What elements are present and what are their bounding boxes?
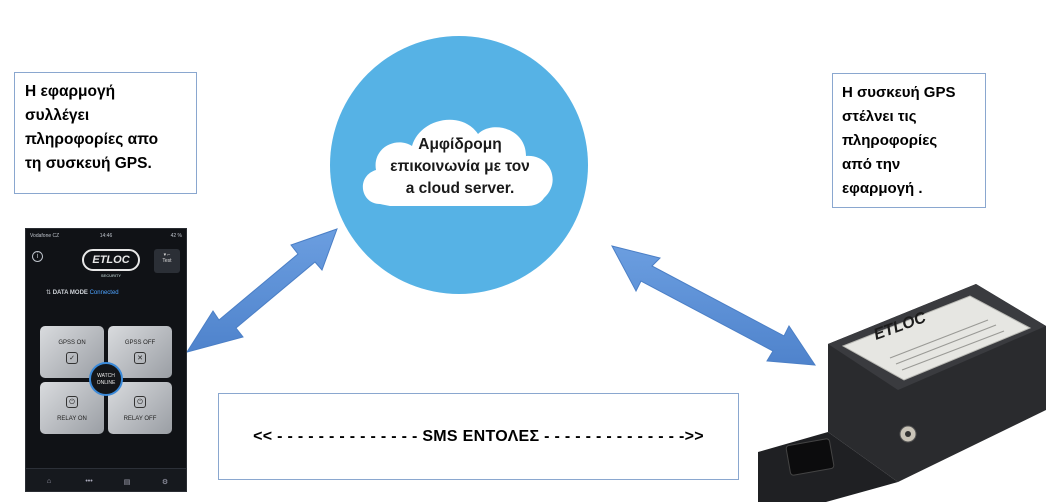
- etloc-logo: ETLOC SECURITY: [82, 249, 140, 278]
- plug-icon: ⏻: [66, 396, 78, 408]
- cloud-caption: Αμφίδρομη επικοινωνία με τον a cloud ser…: [370, 134, 550, 200]
- time-label: 14:46: [99, 233, 113, 239]
- device-description-box: Η συσκευή GPS στέλνει τις πληροφορίες απ…: [832, 73, 986, 208]
- text-line: εφαρμογή .: [842, 180, 923, 197]
- sticker-lines: [889, 319, 1005, 371]
- shield-check-icon: ✓: [66, 352, 78, 364]
- text-line: τη συσκευή GPS.: [25, 155, 152, 172]
- vehicle-selector-button[interactable]: ▾ ⌐ Test: [154, 249, 180, 273]
- text-line: πληροφορίες: [842, 132, 938, 149]
- tile-label: RELAY OFF: [123, 416, 157, 422]
- history-icon[interactable]: ▤: [123, 479, 131, 486]
- info-icon[interactable]: i: [32, 251, 43, 262]
- sms-commands-box: << - - - - - - - - - - - - - - SMS ΕΝΤΟΛ…: [218, 393, 739, 480]
- settings-icon[interactable]: ⚙: [161, 479, 169, 486]
- watch-label: WATCH: [97, 373, 115, 379]
- cloud-circle: [330, 36, 588, 294]
- cloud-line: Αμφίδρομη: [418, 136, 502, 153]
- home-icon[interactable]: ⌂: [46, 478, 52, 485]
- vehicle-label: Test: [162, 258, 172, 264]
- text-line: Η συσκευή GPS: [842, 84, 956, 101]
- connector-port: [785, 438, 835, 476]
- plug-off-icon: ⏻: [134, 396, 146, 408]
- watch-online-button[interactable]: WATCH ONLINE: [89, 362, 123, 396]
- sms-commands-label: << - - - - - - - - - - - - - - SMS ΕΝΤΟΛ…: [253, 427, 704, 445]
- logo-text: ETLOC: [92, 254, 130, 266]
- more-icon[interactable]: •••: [85, 478, 93, 485]
- app-description-box: Η εφαρμογή συλλέγει πληροφορίες απο τη σ…: [14, 72, 197, 194]
- bottom-nav: ⌂ ••• ▤ ⚙: [26, 468, 186, 491]
- control-tiles: GPSS ON ✓ GPSS OFF ✕ ⏻ RELAY ON ⏻ RELAY …: [38, 324, 174, 436]
- right-double-arrow: [611, 245, 816, 366]
- left-double-arrow: [185, 228, 338, 353]
- logo-subtext: SECURITY: [100, 273, 122, 278]
- gps-device: ETLOC: [758, 284, 1046, 502]
- phone-app-screenshot: Vodafone CZ 14:46 42 % i ETLOC SECURITY …: [25, 228, 187, 492]
- carrier-label: Vodafone CZ: [30, 233, 60, 239]
- cloud-line: a cloud server.: [405, 180, 515, 197]
- watch-label: ONLINE: [96, 380, 116, 386]
- text-line: από την: [842, 156, 901, 173]
- text-line: πληροφορίες απο: [25, 131, 159, 148]
- data-mode-status: ⇅ DATA MODE Connected: [46, 290, 119, 296]
- tile-label: GPSS OFF: [124, 340, 156, 346]
- device-label-sticker: [841, 295, 1032, 381]
- relay-off-tile[interactable]: ⏻ RELAY OFF: [108, 382, 172, 434]
- tile-label: GPSS ON: [58, 340, 86, 346]
- car-icon: ▾ ⌐: [163, 252, 171, 258]
- data-mode-value: Connected: [89, 290, 119, 296]
- cloud-icon: [362, 119, 553, 206]
- shield-x-icon: ✕: [134, 352, 146, 364]
- phone-status-bar: Vodafone CZ 14:46 42 %: [26, 233, 186, 239]
- text-line: στέλνει τις: [842, 108, 917, 125]
- text-line: συλλέγει: [25, 107, 90, 124]
- text-line: Η εφαρμογή: [25, 83, 116, 100]
- cloud-line: επικοινωνία με τον: [390, 158, 530, 175]
- tile-label: RELAY ON: [57, 416, 87, 422]
- antenna-socket-core: [905, 431, 911, 437]
- data-mode-label: DATA MODE: [52, 290, 88, 296]
- battery-label: 42 %: [170, 233, 182, 239]
